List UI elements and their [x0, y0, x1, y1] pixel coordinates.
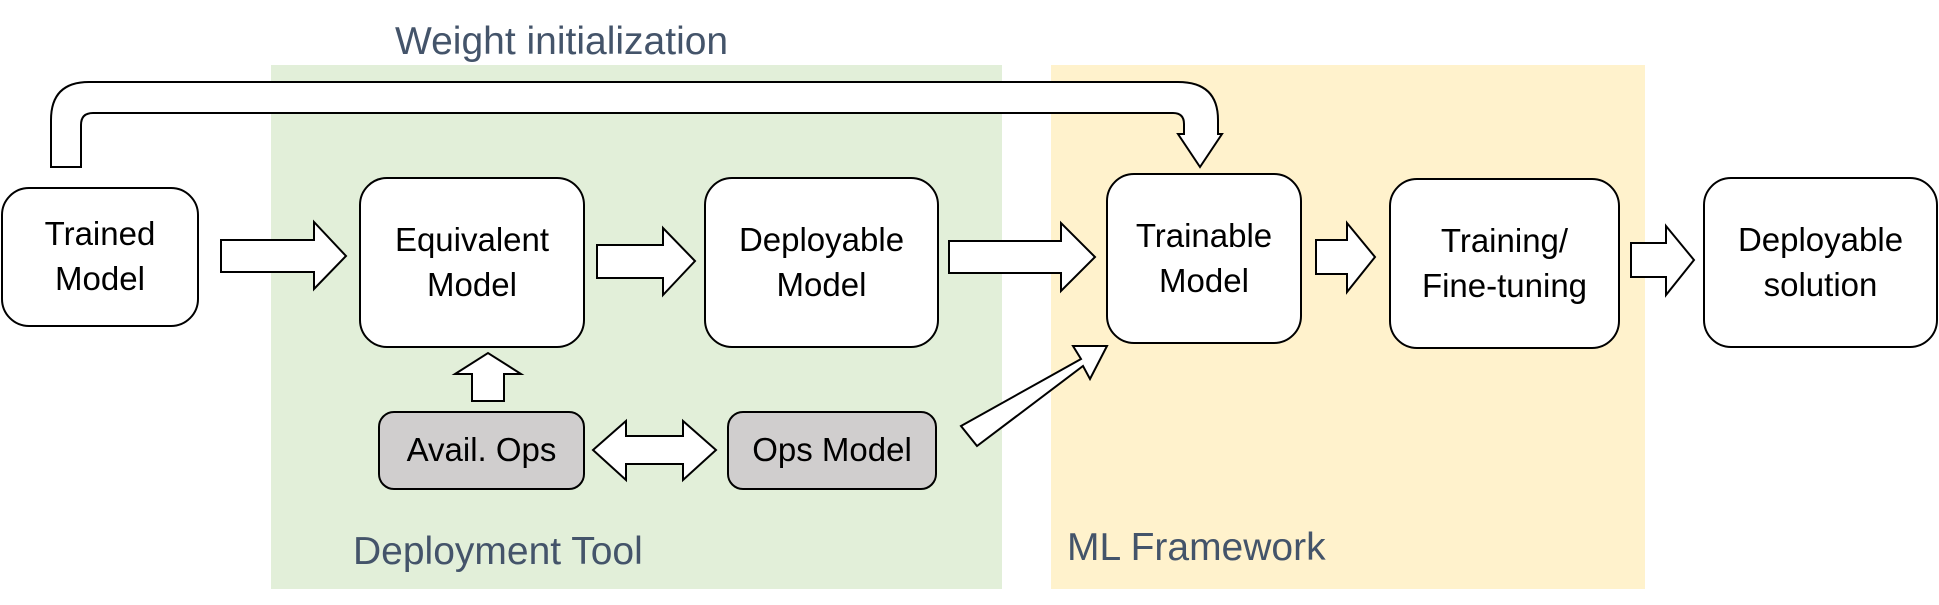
avail-ops-node: Avail. Ops: [378, 411, 585, 490]
arrow-deployable-to-trainable: [948, 220, 1097, 294]
arrow-availops-to-equivalent: [451, 351, 525, 402]
trained-model-node: Trained Model: [1, 187, 199, 327]
weight-init-arrow: [50, 81, 1224, 169]
training-finetuning-node: Training/ Fine-tuning: [1389, 178, 1620, 349]
deployment-tool-label: Deployment Tool: [353, 530, 643, 573]
equivalent-model-node: Equivalent Model: [359, 177, 585, 348]
ml-framework-label: ML Framework: [1067, 526, 1326, 569]
weight-initialization-label: Weight initialization: [395, 20, 729, 63]
arrow-equivalent-to-deployable: [596, 225, 697, 298]
arrow-availops-opsmodel-double: [591, 418, 718, 483]
arrow-training-to-solution: [1630, 223, 1696, 298]
deployable-solution-node: Deployable solution: [1703, 177, 1938, 348]
ops-model-node: Ops Model: [727, 411, 937, 490]
arrow-trained-to-equivalent: [220, 219, 348, 292]
deployable-model-node: Deployable Model: [704, 177, 939, 348]
arrow-trainable-to-training: [1315, 220, 1377, 295]
arrow-opsmodel-to-trainable: [959, 345, 1109, 448]
trainable-model-node: Trainable Model: [1106, 173, 1302, 344]
